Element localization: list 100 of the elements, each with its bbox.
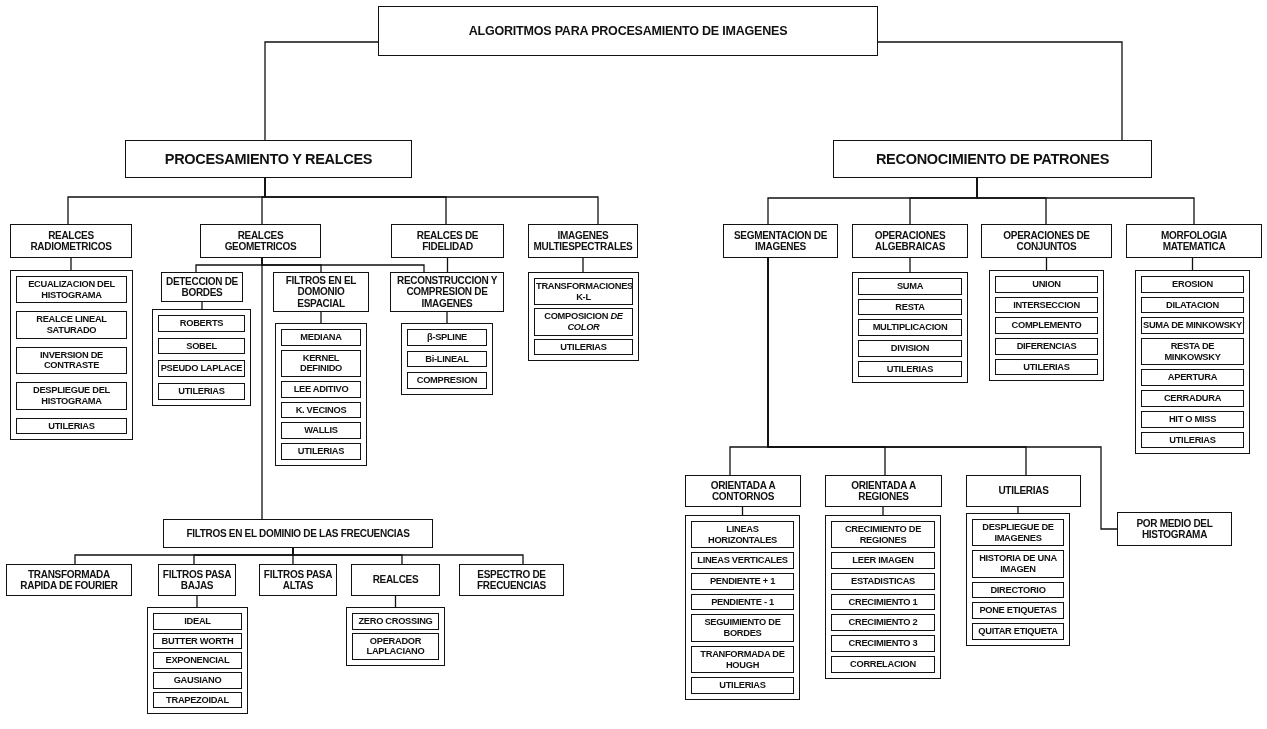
item-box: HISTORIA DE UNA IMAGEN	[972, 550, 1064, 578]
connector-line	[976, 177, 1195, 225]
connector-line	[70, 257, 72, 271]
item-box: TRANFORMADA DE HOUGH	[691, 645, 794, 674]
category-box: FILTROS PASA ALTAS	[259, 564, 337, 596]
section-box: RECONOCIMIENTO DE PATRONES	[833, 140, 1152, 178]
item-box: TRANSFORMACIONES K-L	[534, 278, 633, 306]
category-box: REALCES RADIOMETRICOS	[10, 224, 132, 258]
category-box: UTILERIAS	[966, 475, 1081, 507]
item-box: DIRECTORIO	[972, 581, 1064, 599]
item-box: APERTURA	[1141, 369, 1244, 387]
category-box: ORIENTADA A CONTORNOS	[685, 475, 801, 507]
item-box: LEER IMAGEN	[831, 552, 935, 570]
connector-line	[320, 311, 322, 324]
group-frame	[852, 272, 968, 384]
title-box: ALGORITMOS PARA PROCESAMIENTO DE IMAGENES	[378, 6, 878, 56]
item-box: COMPOSICION DE COLOR	[534, 308, 633, 336]
item-box: CRECIMIENTO 3	[831, 635, 935, 652]
item-box: INTERSECCION	[995, 296, 1098, 314]
group-frame	[989, 270, 1104, 382]
item-box: SOBEL	[158, 337, 245, 355]
group-frame	[685, 515, 800, 700]
item-box: CRECIMIENTO 2	[831, 614, 935, 632]
item-box: SUMA	[858, 278, 962, 295]
item-box: ECUALIZACION DEL HISTOGRAMA	[16, 276, 127, 304]
connector-line	[582, 257, 584, 273]
item-box: MEDIANA	[281, 329, 361, 346]
item-box: UTILERIAS	[1141, 431, 1244, 449]
category-box: OPERACIONES DE CONJUNTOS	[981, 224, 1112, 258]
item-box: DIFERENCIAS	[995, 338, 1098, 355]
item-box: HIT O MISS	[1141, 410, 1244, 428]
connector-line	[882, 506, 884, 516]
item-box: ZERO CROSSING	[352, 613, 439, 630]
connector-line	[264, 41, 379, 141]
category-box: MORFOLOGIA MATEMATICA	[1126, 224, 1262, 258]
item-box: INVERSION DE CONTRASTE	[16, 346, 127, 375]
group-frame	[152, 309, 251, 406]
category-box: ORIENTADA A REGIONES	[825, 475, 942, 507]
item-box: RESTA DE MINKOWSKY	[1141, 338, 1244, 366]
item-box: TRAPEZOIDAL	[153, 691, 242, 709]
item-box: EROSION	[1141, 276, 1244, 293]
item-box: RESTA	[858, 298, 962, 316]
item-box: ROBERTS	[158, 315, 245, 332]
item-box: SEGUIMIENTO DE BORDES	[691, 614, 794, 642]
item-box: UTILERIAS	[691, 677, 794, 694]
item-box: GAUSIANO	[153, 672, 242, 689]
group-frame	[1135, 270, 1250, 455]
group-frame	[528, 272, 639, 362]
group-frame	[825, 515, 941, 679]
connector-line	[1017, 506, 1019, 514]
item-box: LEE ADITIVO	[281, 381, 361, 398]
group-frame	[147, 607, 248, 715]
item-box: LINEAS VERTICALES	[691, 552, 794, 570]
item-box: LINEAS HORIZONTALES	[691, 521, 794, 549]
item-box: QUITAR ETIQUETA	[972, 623, 1064, 640]
category-box: REALCES GEOMETRICOS	[200, 224, 321, 258]
connector-line	[196, 595, 198, 608]
connector-line	[767, 257, 1118, 530]
item-box: CRECIMIENTO 1	[831, 593, 935, 611]
item-box: REALCE LINEAL SATURADO	[16, 311, 127, 339]
item-box: CERRADURA	[1141, 390, 1244, 407]
item-box: PENDIENTE - 1	[691, 593, 794, 611]
category-box: FILTROS EN EL DOMONIO ESPACIAL	[273, 272, 369, 312]
item-box: UTILERIAS	[16, 417, 127, 435]
category-box: REALCES DE FIDELIDAD	[391, 224, 504, 258]
item-box: IDEAL	[153, 613, 242, 630]
connector-line	[261, 257, 263, 520]
item-box: UTILERIAS	[158, 383, 245, 400]
section-box: PROCESAMIENTO Y REALCES	[125, 140, 412, 178]
category-box: ESPECTRO DE FRECUENCIAS	[459, 564, 564, 596]
item-box: DESPLIEGUE DEL HISTOGRAMA	[16, 382, 127, 410]
item-box: β-SPLINE	[407, 329, 487, 346]
connector-line	[909, 257, 911, 273]
item-box: DESPLIEGUE DE IMAGENES	[972, 519, 1064, 547]
group-frame	[275, 323, 367, 466]
connector-line	[264, 177, 599, 225]
connector-line	[877, 41, 1123, 141]
category-box: IMAGENES MULTIESPECTRALES	[528, 224, 638, 258]
category-box: OPERACIONES ALGEBRAICAS	[852, 224, 968, 258]
item-box: UTILERIAS	[534, 338, 633, 356]
item-box: PENDIENTE + 1	[691, 573, 794, 590]
category-box: REALCES	[351, 564, 440, 596]
item-box: SUMA DE MINKOWSKY	[1141, 317, 1244, 335]
item-box: K. VECINOS	[281, 401, 361, 419]
category-box: TRANSFORMADA RAPIDA DE FOURIER	[6, 564, 132, 596]
category-box: DETECCION DE BORDES	[161, 272, 243, 302]
connector-line	[292, 547, 524, 565]
item-box: EXPONENCIAL	[153, 652, 242, 670]
group-frame	[966, 513, 1070, 646]
item-box: UTILERIAS	[281, 443, 361, 460]
item-box: PONE ETIQUETAS	[972, 602, 1064, 620]
connector-line	[201, 301, 203, 310]
item-box: PSEUDO LAPLACE	[158, 360, 245, 378]
item-box: ESTADISTICAS	[831, 573, 935, 590]
item-box: BUTTER WORTH	[153, 632, 242, 650]
item-box: UTILERIAS	[995, 358, 1098, 376]
item-box: COMPLEMENTO	[995, 317, 1098, 335]
item-box: UTILERIAS	[858, 360, 962, 378]
group-frame	[346, 607, 445, 667]
item-box: Bi-LINEAL	[407, 350, 487, 368]
